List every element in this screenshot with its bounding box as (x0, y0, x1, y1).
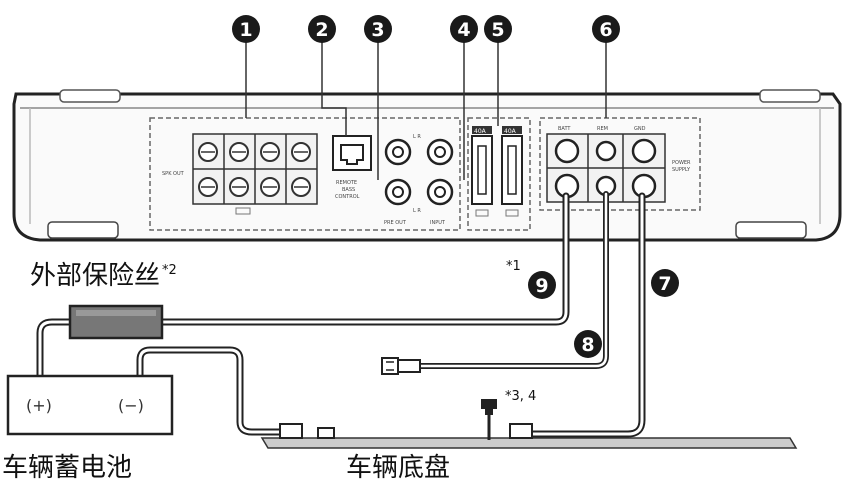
note-1-label: *1 (506, 259, 521, 274)
wire-batt (36, 318, 74, 380)
callout-5: 5 (484, 15, 512, 126)
fuse-2-rating: 40A (504, 128, 517, 135)
power-label: POWER (672, 160, 691, 166)
svg-text:1: 1 (239, 19, 252, 41)
callout-2: 2 (308, 15, 347, 136)
remote-bass-control-port: REMOTE BASS CONTROL (332, 135, 372, 200)
speaker-output-terminals (192, 133, 318, 215)
supply-label: SUPPLY (672, 167, 691, 173)
battery-minus-label: (−) (118, 396, 144, 415)
note-3-4-label: *3, 4 (505, 389, 536, 404)
svg-text:8: 8 (581, 334, 594, 356)
chassis-label: 车辆底盘 (346, 453, 450, 483)
callout-6: 6 (592, 15, 620, 118)
spk-out-label: SPK OUT (162, 171, 185, 177)
svg-text:5: 5 (491, 19, 504, 41)
svg-text:7: 7 (658, 273, 671, 295)
svg-text:4: 4 (457, 19, 470, 41)
battery-label: 车辆蓄电池 (2, 453, 132, 483)
rca-jacks: L R L R PRE OUT INPUT (384, 134, 454, 226)
wiring (36, 191, 646, 438)
amplifier-body (12, 89, 842, 242)
fuse-1-rating: 40A (474, 128, 487, 135)
pre-out-label: PRE OUT (384, 220, 407, 226)
svg-text:2: 2 (315, 19, 328, 41)
svg-text:3: 3 (371, 19, 384, 41)
control-label: CONTROL (335, 194, 360, 200)
svg-text:9: 9 (535, 275, 548, 297)
rem-connector (381, 357, 421, 375)
callout-markers: 1 2 3 4 5 6 7 (232, 15, 679, 358)
callout-1: 1 (232, 15, 260, 118)
remote-label: REMOTE (336, 180, 357, 186)
rem-label: REM (597, 126, 608, 132)
input-label: INPUT (430, 220, 446, 226)
onboard-fuses: 40A 40A (467, 117, 531, 231)
lr-top-label: L R (413, 134, 421, 140)
mounting-screw (481, 399, 497, 440)
vehicle-chassis (260, 399, 798, 449)
callout-8: 8 (574, 330, 602, 358)
lr-bottom-label: L R (413, 208, 421, 214)
gnd-label: GND (634, 126, 646, 132)
external-fuse-note: *2 (162, 263, 177, 278)
batt-label: BATT (558, 126, 571, 132)
callout-7: 7 (651, 269, 679, 297)
svg-text:6: 6 (599, 19, 612, 41)
external-fuse-label: 外部保险丝 (30, 261, 160, 291)
battery-plus-label: (+) (26, 396, 52, 415)
callout-3: 3 (364, 15, 392, 180)
bass-label: BASS (342, 187, 355, 193)
callout-9: 9 (528, 271, 556, 299)
vehicle-battery: (+) (−) (6, 374, 174, 436)
power-supply-terminal: BATT REM GND POWER SUPPLY (539, 117, 701, 211)
control-panel: SPK OUT (149, 117, 461, 231)
callout-4: 4 (450, 15, 478, 180)
